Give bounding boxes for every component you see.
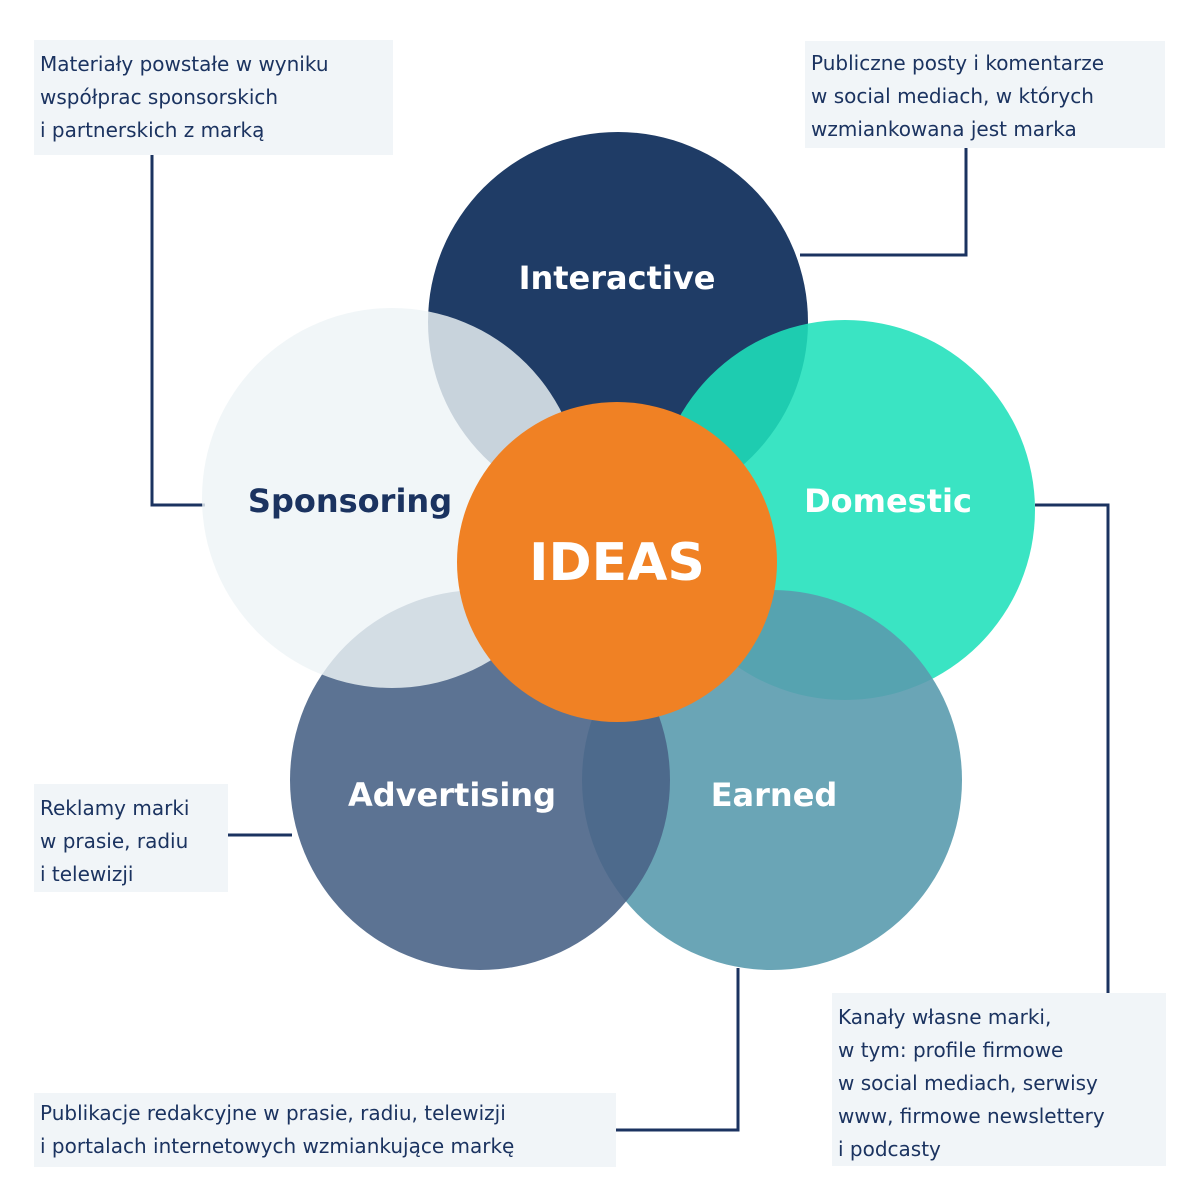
callout-line: w prasie, radiu — [40, 829, 189, 853]
callout-line: w social mediach, serwisy — [838, 1071, 1098, 1095]
callout-line: współprac sponsorskich — [40, 85, 279, 109]
connector-interactive — [800, 148, 968, 257]
label-advertising: Advertising — [348, 776, 556, 814]
callout-earned: Publikacje redakcyjne w prasie, radiu, t… — [34, 1093, 616, 1167]
callout-sponsoring: Materiały powstałe w wyniku współprac sp… — [34, 40, 393, 155]
label-domestic: Domestic — [804, 482, 972, 520]
callout-line: Reklamy marki — [40, 796, 190, 820]
connector-sponsoring — [150, 155, 205, 507]
callout-line: w tym: profile firmowe — [838, 1038, 1064, 1062]
callout-line: i portalach internetowych wzmiankujące m… — [40, 1134, 515, 1158]
label-sponsoring: Sponsoring — [248, 482, 452, 520]
callout-interactive: Publiczne posty i komentarze w social me… — [805, 41, 1165, 148]
connector-earned — [616, 968, 740, 1132]
connector-lines — [150, 148, 1110, 1132]
callout-line: www, firmowe newslettery — [838, 1104, 1105, 1128]
callout-line: Publiczne posty i komentarze — [811, 51, 1105, 75]
callout-line: i partnerskich z marką — [40, 118, 265, 142]
callout-line: w social mediach, w których — [811, 84, 1094, 108]
callout-line: wzmiankowana jest marka — [811, 117, 1077, 141]
callout-advertising: Reklamy marki w prasie, radiu i telewizj… — [34, 784, 228, 892]
label-interactive: Interactive — [519, 259, 716, 297]
label-earned: Earned — [711, 776, 838, 814]
callout-line: Kanały własne marki, — [838, 1005, 1052, 1029]
connector-domestic — [1035, 503, 1110, 993]
callout-line: i podcasty — [838, 1137, 941, 1161]
circle-ideas — [457, 402, 777, 722]
callout-line: Publikacje redakcyjne w prasie, radiu, t… — [40, 1101, 506, 1125]
label-ideas: IDEAS — [529, 533, 705, 593]
callout-domestic: Kanały własne marki, w tym: profile firm… — [832, 993, 1166, 1166]
callout-line: Materiały powstałe w wyniku — [40, 52, 329, 76]
callout-line: i telewizji — [40, 862, 134, 886]
